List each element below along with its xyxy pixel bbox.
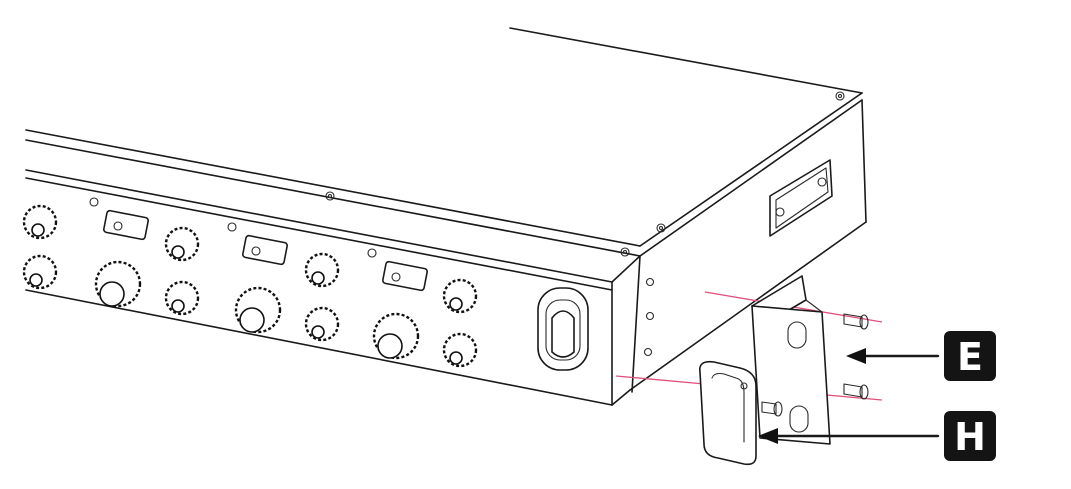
device-side-panel	[611, 99, 867, 406]
rack-ear-bracket	[751, 275, 831, 445]
device-top-panel	[25, 27, 863, 257]
device-front-panel	[25, 169, 641, 406]
knob-row-large	[94, 260, 420, 360]
knob-row-top	[22, 204, 478, 314]
label-h-badge: H	[944, 411, 996, 461]
knob-row-bottom	[22, 254, 478, 368]
arrow-h	[758, 428, 940, 444]
label-h-text: H	[954, 415, 986, 459]
arrow-e	[846, 348, 940, 364]
mounting-screws	[761, 313, 869, 417]
label-e-badge: E	[944, 331, 996, 381]
front-buttons	[89, 197, 428, 292]
rack-handle	[698, 360, 757, 466]
label-e-text: E	[957, 335, 983, 379]
power-switch	[537, 287, 589, 371]
